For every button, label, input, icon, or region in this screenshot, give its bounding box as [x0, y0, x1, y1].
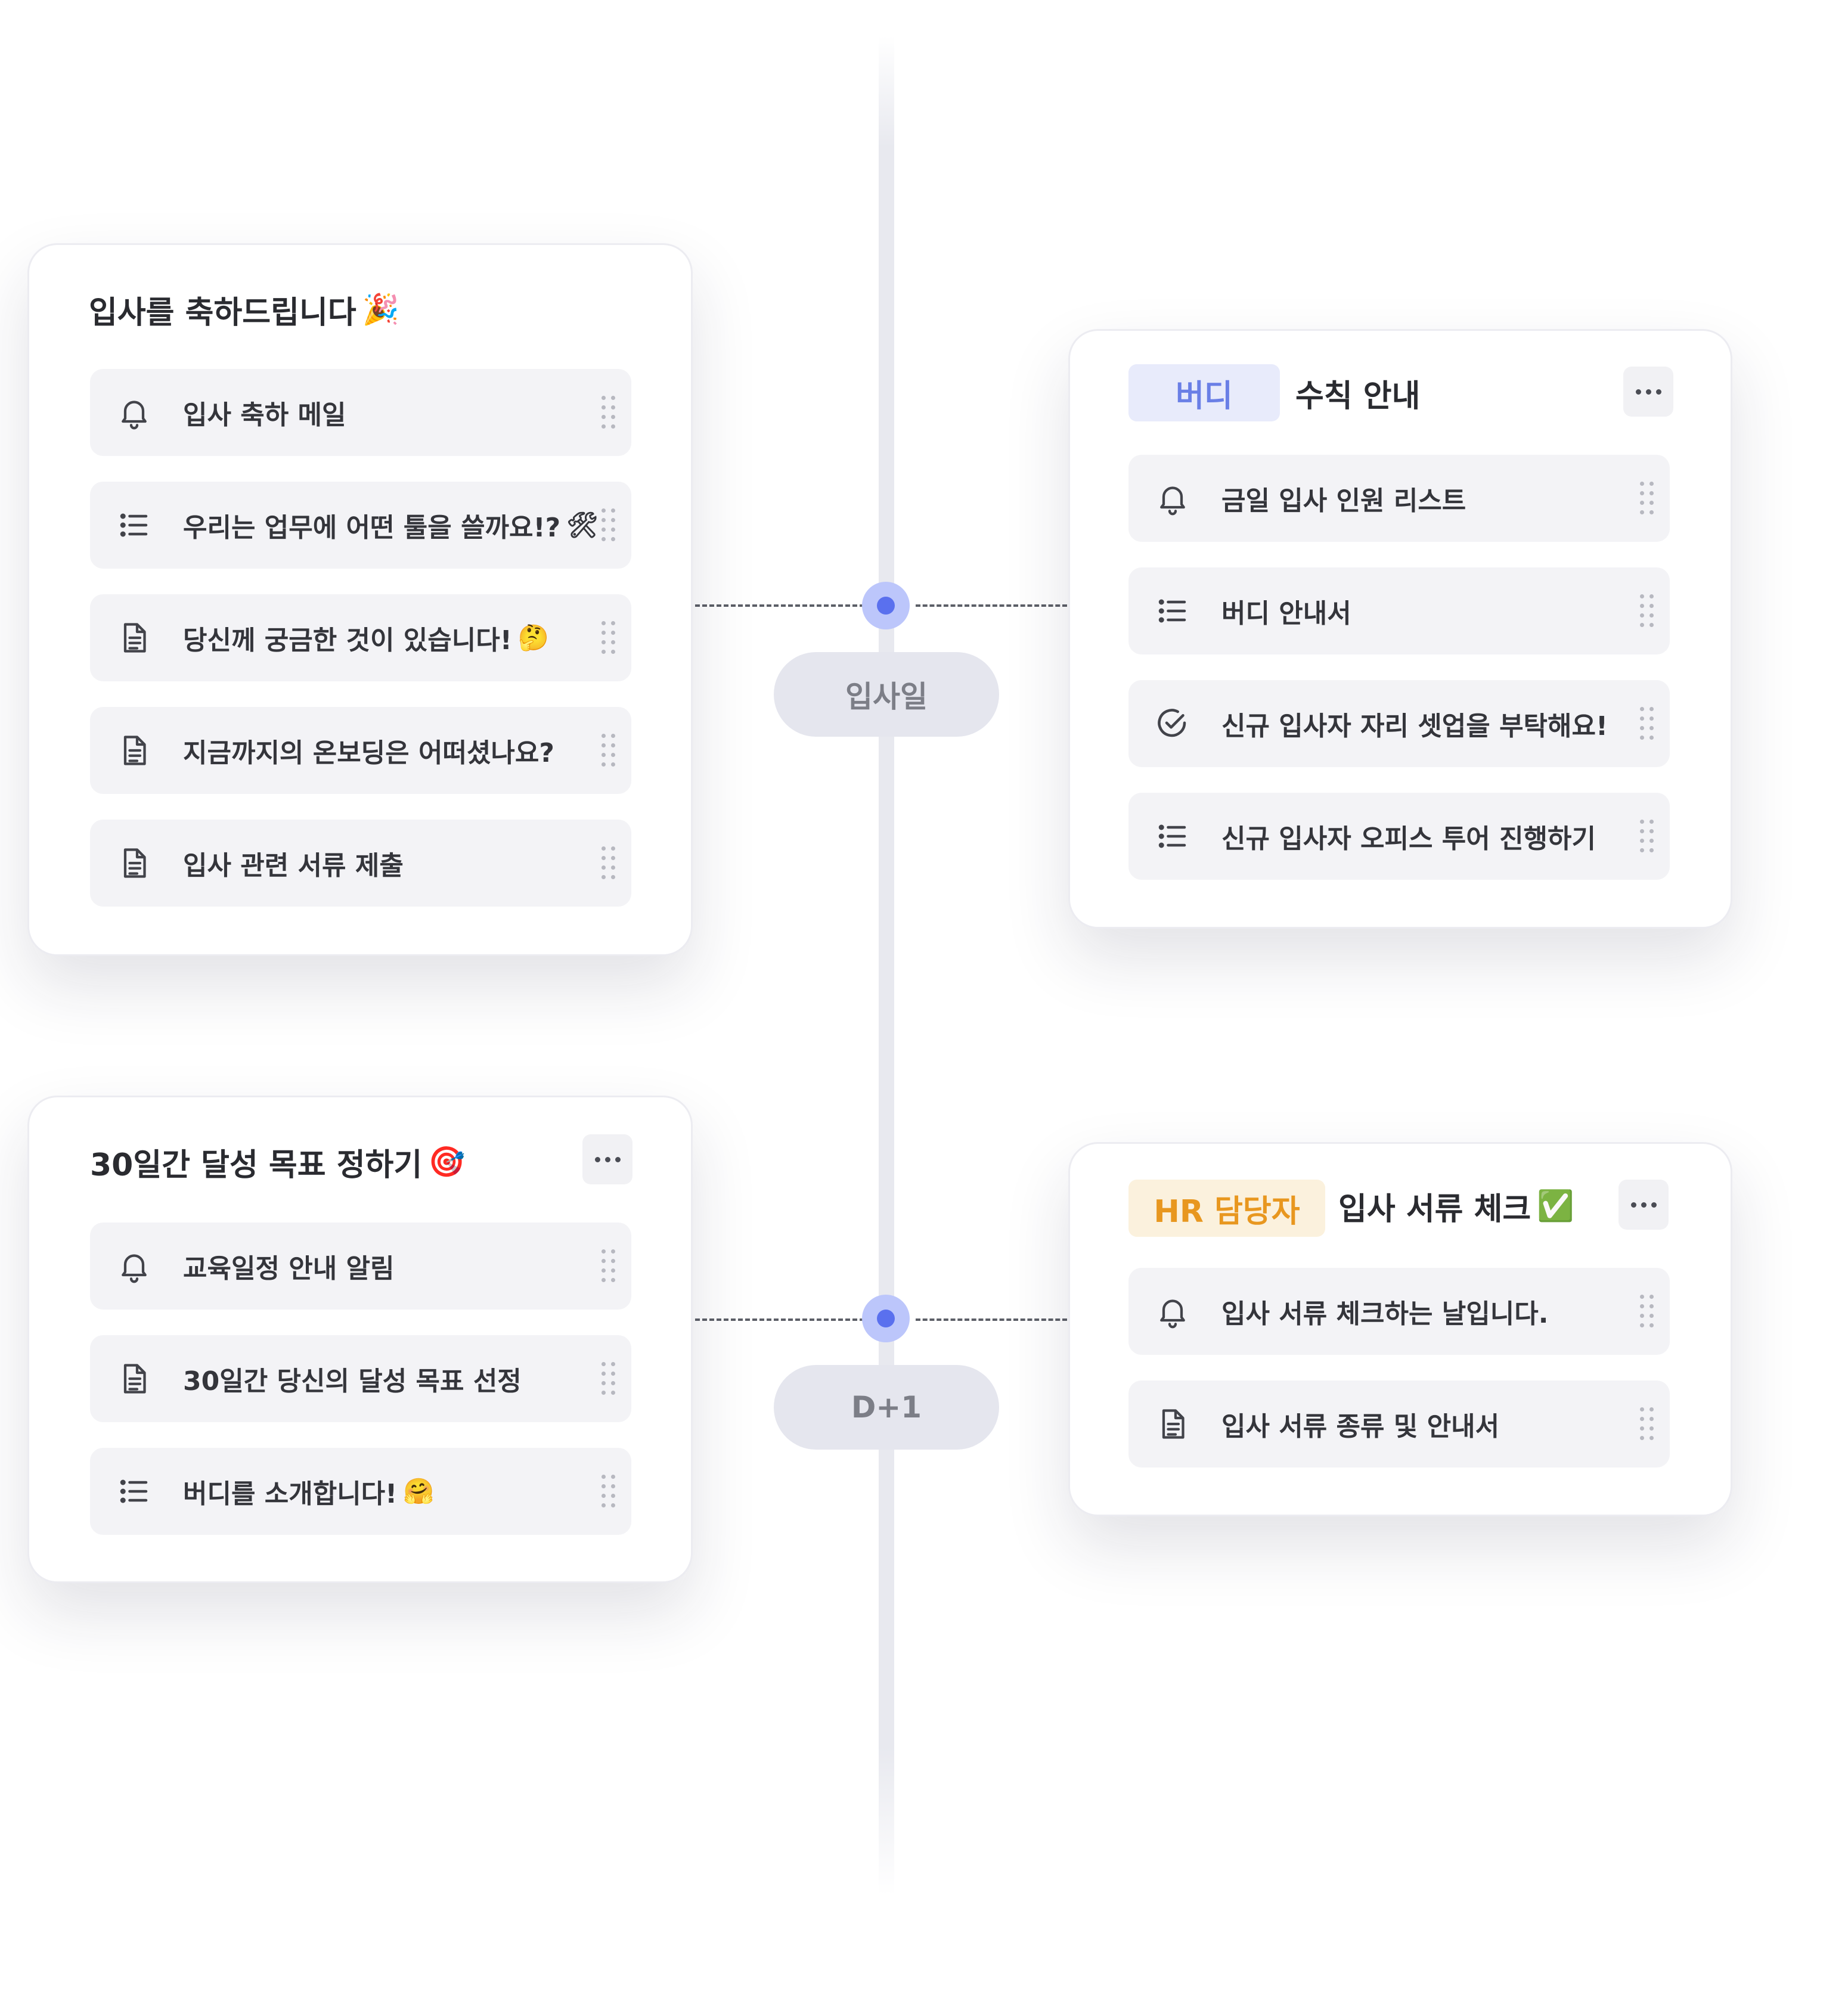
bell-icon — [116, 1248, 152, 1284]
timeline-node-1 — [862, 582, 910, 629]
task-label: 30일간 당신의 달성 목표 선정 — [183, 1366, 522, 1397]
drag-handle-icon[interactable] — [601, 1248, 616, 1284]
task-label: 금일 입사 인원 리스트 — [1221, 486, 1466, 516]
task-row[interactable]: 신규 입사자 오피스 투어 진행하기 — [1128, 793, 1670, 880]
task-row[interactable]: 30일간 당신의 달성 목표 선정 — [90, 1335, 631, 1422]
task-label: 입사 서류 종류 및 안내서 — [1221, 1411, 1500, 1442]
drag-handle-icon[interactable] — [1640, 1293, 1654, 1329]
task-row[interactable]: 지금까지의 온보딩은 어떠셨나요? — [90, 707, 631, 794]
buddy-card: 버디 수칙 안내 금일 입사 인원 리스트 버디 안내서 신규 입사자 자리 셋… — [1068, 329, 1732, 929]
task-row[interactable]: 입사 관련 서류 제출 — [90, 820, 631, 907]
task-label: 우리는 업무에 어떤 툴을 쓸까요!?🛠 — [183, 510, 599, 544]
task-row[interactable]: 입사 서류 체크하는 날입니다. — [1128, 1268, 1670, 1355]
direct-hit-emoji: 🎯 — [428, 1144, 466, 1179]
drag-handle-icon[interactable] — [1640, 480, 1654, 516]
drag-handle-icon[interactable] — [1640, 593, 1654, 629]
task-label: 교육일정 안내 알림 — [183, 1254, 395, 1284]
timeline-node-2 — [862, 1295, 910, 1342]
task-label: 버디를 소개합니다!🤗 — [183, 1476, 435, 1510]
document-icon — [116, 1361, 152, 1397]
more-options-button[interactable] — [1618, 1180, 1669, 1230]
drag-handle-icon[interactable] — [601, 733, 616, 768]
bell-icon — [116, 395, 152, 430]
bell-icon — [1155, 1293, 1190, 1329]
task-row[interactable]: 버디를 소개합니다!🤗 — [90, 1448, 631, 1535]
document-icon — [1155, 1406, 1190, 1442]
task-label: 입사 축하 메일 — [183, 400, 346, 430]
timeline-spine — [879, 36, 894, 1895]
party-popper-emoji: 🎉 — [362, 292, 399, 327]
more-options-button[interactable] — [1623, 367, 1673, 417]
check-circle-icon — [1155, 706, 1190, 742]
task-label: 지금까지의 온보딩은 어떠셨나요? — [183, 738, 554, 768]
drag-handle-icon[interactable] — [1640, 818, 1654, 854]
drag-handle-icon[interactable] — [601, 620, 616, 656]
hr-card: HR 담당자 입사 서류 체크 ✅ 입사 서류 체크하는 날입니다. 입사 서류… — [1068, 1142, 1732, 1516]
hammer-wrench-emoji: 🛠 — [566, 510, 599, 539]
list-icon — [116, 1473, 152, 1509]
task-row[interactable]: 금일 입사 인원 리스트 — [1128, 455, 1670, 542]
task-label: 당신께 궁금한 것이 있습니다!🤔 — [183, 623, 550, 656]
document-icon — [116, 620, 152, 656]
task-row[interactable]: 버디 안내서 — [1128, 567, 1670, 654]
card-title: 수칙 안내 — [1295, 369, 1420, 417]
connector-right-2 — [916, 1318, 1067, 1321]
goals-card: 30일간 달성 목표 정하기 🎯 교육일정 안내 알림 30일간 당신의 달성 … — [27, 1096, 693, 1583]
card-title-text: 입사 서류 체크 — [1338, 1191, 1531, 1227]
drag-handle-icon[interactable] — [601, 507, 616, 543]
task-row[interactable]: 입사 축하 메일 — [90, 369, 631, 456]
thinking-face-emoji: 🤔 — [517, 623, 550, 652]
drag-handle-icon[interactable] — [601, 1361, 616, 1397]
list-icon — [116, 507, 152, 543]
bell-icon — [1155, 480, 1190, 516]
milestone-label-2: D+1 — [774, 1365, 999, 1450]
task-label: 입사 서류 체크하는 날입니다. — [1221, 1299, 1549, 1329]
role-tag: 버디 — [1128, 364, 1280, 421]
check-mark-emoji: ✅ — [1537, 1189, 1574, 1223]
card-title-text: 수칙 안내 — [1295, 378, 1421, 414]
task-row[interactable]: 우리는 업무에 어떤 툴을 쓸까요!?🛠 — [90, 482, 631, 569]
card-title: 입사 서류 체크 ✅ — [1338, 1182, 1574, 1230]
welcome-card: 입사를 축하드립니다 🎉 입사 축하 메일 우리는 업무에 어떤 툴을 쓸까요!… — [27, 243, 693, 956]
list-icon — [1155, 593, 1190, 629]
card-title: 30일간 달성 목표 정하기 🎯 — [90, 1138, 466, 1186]
more-options-button[interactable] — [582, 1134, 632, 1184]
task-label: 버디 안내서 — [1221, 598, 1351, 629]
hugging-face-emoji: 🤗 — [403, 1476, 435, 1506]
drag-handle-icon[interactable] — [1640, 706, 1654, 742]
milestone-label-1: 입사일 — [774, 652, 999, 737]
task-row[interactable]: 당신께 궁금한 것이 있습니다!🤔 — [90, 594, 631, 681]
connector-left-1 — [695, 604, 864, 607]
task-row[interactable]: 입사 서류 종류 및 안내서 — [1128, 1380, 1670, 1468]
drag-handle-icon[interactable] — [1640, 1406, 1654, 1442]
task-label: 신규 입사자 자리 셋업을 부탁해요! — [1221, 711, 1608, 742]
list-icon — [1155, 818, 1190, 854]
card-title-text: 30일간 달성 목표 정하기 — [90, 1147, 423, 1183]
task-row[interactable]: 신규 입사자 자리 셋업을 부탁해요! — [1128, 680, 1670, 767]
task-row[interactable]: 교육일정 안내 알림 — [90, 1223, 631, 1310]
task-label: 입사 관련 서류 제출 — [183, 851, 404, 881]
connector-right-1 — [916, 604, 1067, 607]
role-tag: HR 담당자 — [1128, 1180, 1325, 1237]
drag-handle-icon[interactable] — [601, 1473, 616, 1509]
document-icon — [116, 733, 152, 768]
card-title: 입사를 축하드립니다 🎉 — [89, 286, 399, 333]
drag-handle-icon[interactable] — [601, 395, 616, 430]
drag-handle-icon[interactable] — [601, 845, 616, 881]
connector-left-2 — [695, 1318, 864, 1321]
card-title-text: 입사를 축하드립니다 — [89, 294, 356, 331]
task-label: 신규 입사자 오피스 투어 진행하기 — [1221, 824, 1596, 854]
document-icon — [116, 845, 152, 881]
